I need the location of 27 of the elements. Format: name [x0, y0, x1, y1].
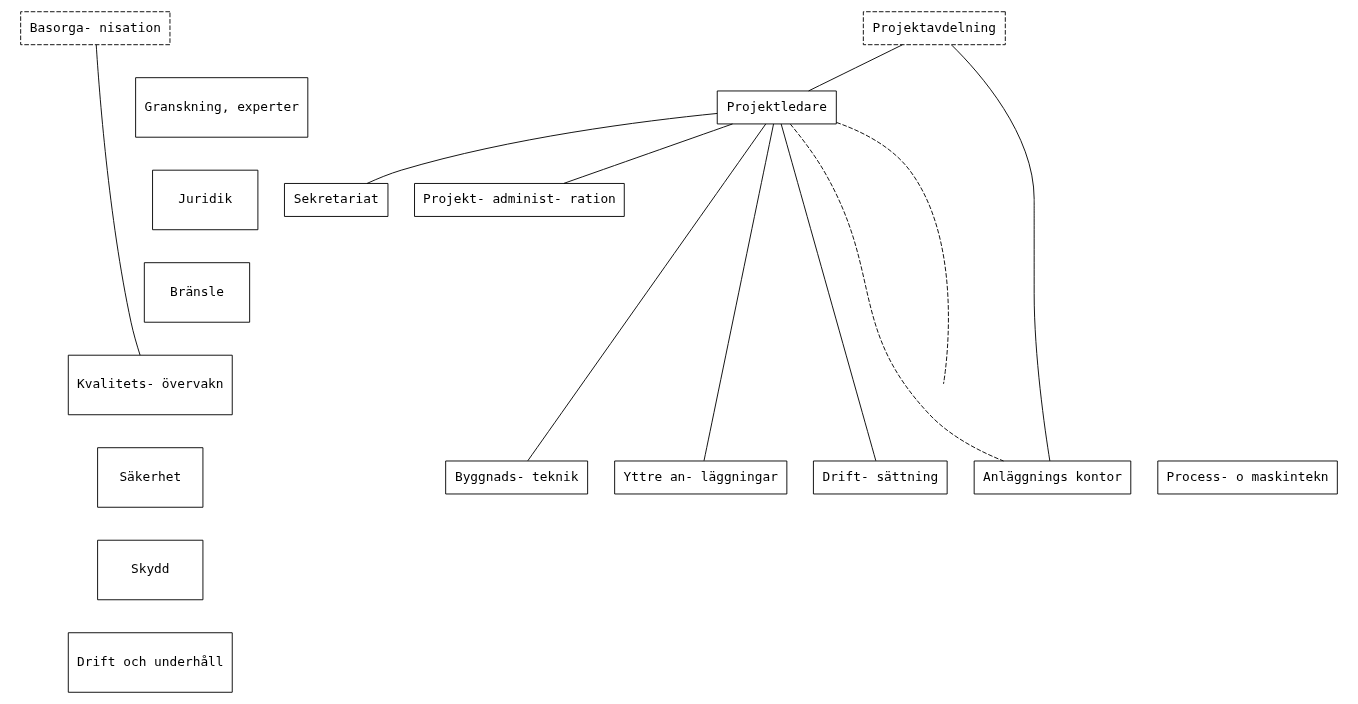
- node-box: Drift och underhåll: [67, 632, 233, 693]
- connector: [808, 44, 903, 92]
- node-box: Projektavdelning: [862, 11, 1006, 46]
- node-box: Juridik: [152, 169, 259, 231]
- node-box: Kvalitets- övervakn: [67, 354, 233, 416]
- connector: [703, 123, 774, 462]
- node-box: Byggnads- teknik: [445, 460, 589, 495]
- connector: [951, 44, 1051, 462]
- node-box: Skydd: [97, 539, 204, 601]
- node-box: Sekretariat: [284, 183, 389, 217]
- connector: [366, 113, 718, 184]
- connector: [789, 123, 1004, 462]
- connector: [836, 122, 949, 385]
- node-box: Basorga- nisation: [20, 11, 171, 46]
- connector: [563, 123, 733, 184]
- node-box: Drift- sättning: [812, 460, 948, 495]
- node-box: Projekt- administ- ration: [414, 183, 625, 217]
- connector: [95, 44, 141, 356]
- node-box: Granskning, experter: [135, 77, 309, 138]
- node-box: Anläggnings kontor: [973, 460, 1132, 495]
- node-box: Bränsle: [143, 262, 251, 323]
- connector: [780, 123, 877, 462]
- node-box: Yttre an- läggningar: [614, 460, 788, 495]
- node-box: Projektledare: [716, 90, 837, 125]
- connector: [527, 123, 767, 462]
- node-box: Säkerhet: [97, 447, 204, 508]
- node-box: Process- o maskintekn: [1157, 460, 1338, 495]
